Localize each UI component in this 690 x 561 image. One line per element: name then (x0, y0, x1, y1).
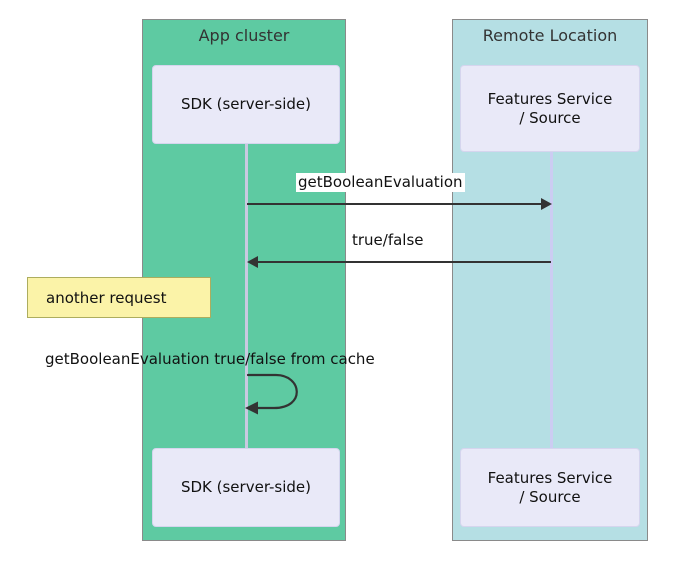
message-line-true-false (258, 261, 551, 263)
lifeline-features-service (550, 152, 553, 448)
self-loop-arrow (245, 373, 298, 415)
actor-features-service-top-label: Features Service / Source (487, 89, 613, 127)
message-label-self-cache: getBooleanEvaluation true/false from cac… (45, 350, 375, 368)
arrowhead-left-icon (247, 256, 258, 268)
group-app-cluster-title: App cluster (198, 26, 290, 45)
note-another-request-label: another request (46, 288, 167, 307)
actor-features-service-bottom-label: Features Service / Source (487, 468, 613, 506)
actor-sdk-bottom-label: SDK (server-side) (180, 478, 312, 496)
actor-sdk-bottom[interactable]: SDK (server-side) (152, 448, 340, 527)
note-another-request: another request (27, 277, 211, 318)
message-line-get-boolean-evaluation (247, 203, 541, 205)
actor-features-service-bottom[interactable]: Features Service / Source (460, 448, 640, 527)
lifeline-sdk (245, 144, 248, 448)
actor-features-service-top[interactable]: Features Service / Source (460, 65, 640, 152)
message-label-true-false: true/false (350, 231, 426, 250)
message-label-get-boolean-evaluation: getBooleanEvaluation (296, 173, 465, 192)
group-remote-location-title: Remote Location (482, 26, 618, 45)
actor-sdk-top[interactable]: SDK (server-side) (152, 65, 340, 144)
arrowhead-right-icon (541, 198, 552, 210)
actor-sdk-top-label: SDK (server-side) (180, 95, 312, 113)
